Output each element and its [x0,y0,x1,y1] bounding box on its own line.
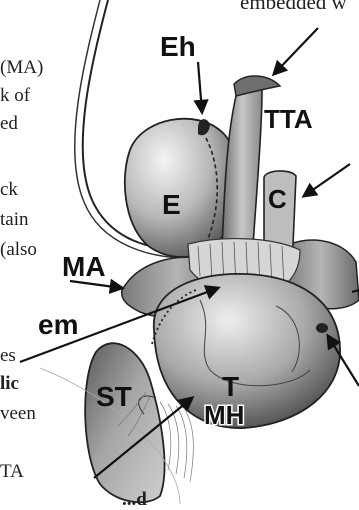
caption-fragment-2: (MA) [0,58,43,77]
label-T: T [222,371,239,402]
caption-fragment-7: (also [0,240,37,259]
caption-fragment-3: k of [0,86,30,105]
caption-fragment-6: tain [0,210,29,229]
label-TTA: TTA [264,104,313,134]
label-ST: ST [96,381,132,412]
caption-fragment-12: ...d [122,490,147,509]
arrow-C [304,164,350,196]
segment-T-dark-spot [316,323,328,333]
segment-E [125,119,237,257]
label-MA: MA [62,251,106,282]
arrow-Eh [198,62,202,112]
caption-fragment-4: ed [0,114,18,133]
label-E: E [162,189,181,220]
caption-fragment-8: es [0,346,16,365]
caption-fragment-5: ck [0,180,18,199]
label-em: em [38,309,78,340]
TTA-stalk [222,85,262,260]
caption-fragment-9: lic [0,374,19,393]
caption-fragment-11: TA [0,462,24,481]
arrow-MA [70,281,122,288]
label-Eh: Eh [160,31,196,62]
arrow-top-right [274,28,318,74]
caption-fragment-10: veen [0,404,36,423]
label-C: C [268,184,287,214]
label-MH: MH [204,400,244,430]
caption-fragment-1: embedded w [240,0,347,13]
segment-ST [85,343,164,502]
